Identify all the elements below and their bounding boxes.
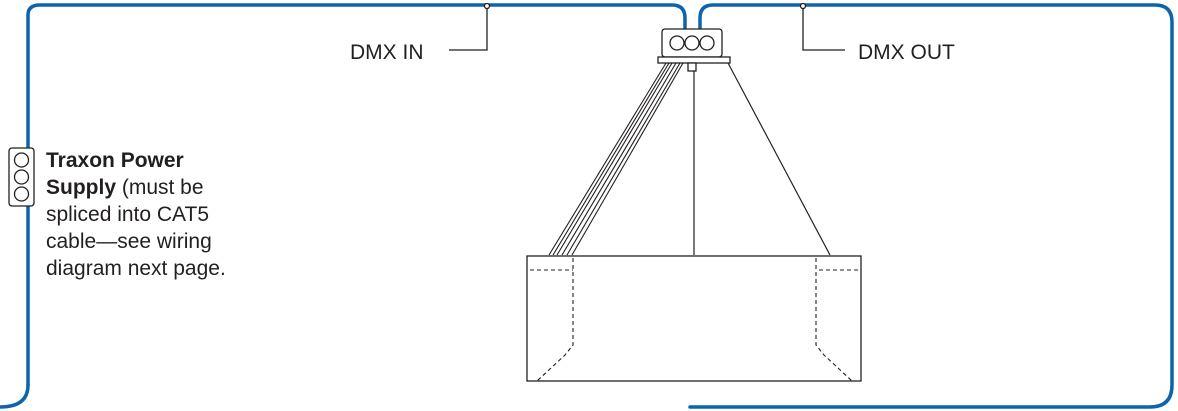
canopy-plate [657, 56, 731, 72]
luminaire-body [526, 255, 862, 382]
note-line-3: spliced into CAT5 [46, 203, 210, 226]
dmx-out-leader [799, 2, 845, 51]
note-title-part-2: Supply [46, 176, 117, 199]
triple-connector-icon [661, 28, 723, 58]
dmx-in-cable [26, 3, 687, 387]
note-line-4: cable—see wiring [46, 230, 212, 253]
note-line-5: diagram next page. [46, 257, 226, 280]
note-line-2-rest: (must be [116, 176, 204, 199]
dmx-in-cable-bottom [0, 383, 30, 409]
cable-bundle [548, 62, 684, 256]
note-line-1: Traxon Power [46, 147, 296, 174]
dmx-in-leader [449, 2, 491, 51]
dmx-out-label: DMX OUT [858, 41, 955, 64]
luminaire-dashed-detail [530, 258, 858, 382]
suspension-wires [693, 62, 831, 256]
note-title-part-1: Traxon Power [46, 149, 184, 172]
dmx-out-cable [688, 3, 1174, 409]
note-line-2: Supply (must be [46, 174, 296, 201]
power-supply-note: Traxon Power Supply (must be spliced int… [46, 147, 296, 282]
power-supply-connector-icon [8, 147, 35, 207]
dmx-in-label: DMX IN [350, 41, 424, 64]
